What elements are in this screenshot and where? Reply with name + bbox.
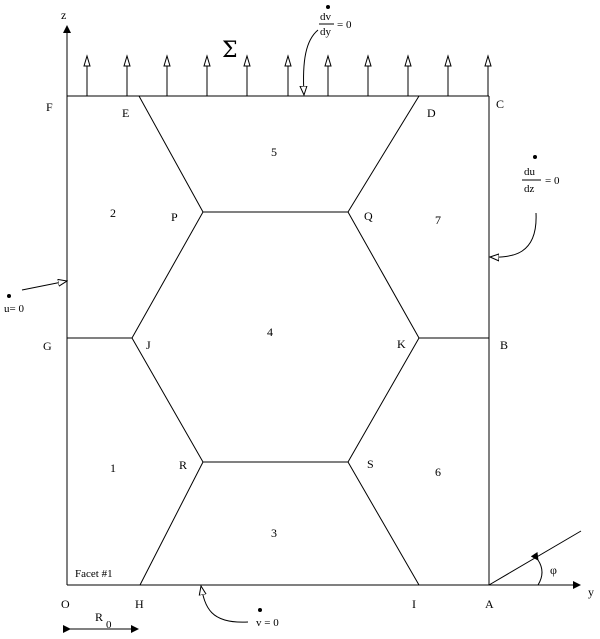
load-arrow-head-10 bbox=[444, 54, 452, 67]
load-arrow-head-5 bbox=[243, 54, 251, 67]
svg-text:dz: dz bbox=[524, 183, 535, 195]
region-1: 1 bbox=[110, 461, 116, 475]
svg-text:= 0: = 0 bbox=[545, 175, 560, 187]
label-K: K bbox=[397, 337, 406, 351]
facet-label: Facet #1 bbox=[75, 568, 113, 580]
label-O: O bbox=[61, 597, 70, 611]
label-A: A bbox=[485, 597, 494, 611]
label-F: F bbox=[46, 100, 53, 114]
label-R: R bbox=[179, 458, 187, 472]
y-axis-label: y bbox=[588, 585, 594, 599]
svg-text:du: du bbox=[524, 166, 536, 178]
load-arrow-head-9 bbox=[404, 54, 412, 67]
label-E: E bbox=[122, 106, 129, 120]
angle-arc bbox=[530, 551, 543, 586]
load-arrow-head-8 bbox=[364, 54, 372, 67]
top-condition: dv dy = 0 bbox=[304, 5, 352, 95]
svg-text:v = 0: v = 0 bbox=[256, 617, 279, 629]
label-I: I bbox=[412, 597, 416, 611]
right-condition: du dz = 0 bbox=[490, 155, 560, 257]
region-5: 5 bbox=[271, 145, 277, 159]
label-Q: Q bbox=[364, 209, 373, 223]
label-G: G bbox=[43, 339, 52, 353]
load-arrow-head-6 bbox=[284, 54, 292, 67]
angle-label: φ bbox=[550, 563, 557, 577]
label-H: H bbox=[135, 597, 144, 611]
label-S: S bbox=[367, 457, 374, 471]
grain-boundary-upper-right bbox=[347, 95, 489, 339]
label-P: P bbox=[171, 210, 178, 224]
load-arrow-head-1 bbox=[83, 54, 91, 67]
label-C: C bbox=[496, 97, 504, 111]
label-J: J bbox=[146, 338, 151, 352]
region-3: 3 bbox=[271, 526, 277, 540]
region-2: 2 bbox=[110, 206, 116, 220]
svg-text:u= 0: u= 0 bbox=[4, 303, 24, 315]
load-arrow-head-4 bbox=[203, 54, 211, 67]
region-4: 4 bbox=[267, 325, 273, 339]
svg-text:dy: dy bbox=[320, 26, 332, 38]
z-axis-label: z bbox=[61, 8, 66, 22]
load-arrow-head-7 bbox=[324, 54, 332, 67]
region-7: 7 bbox=[435, 213, 441, 227]
bottom-condition: v = 0 bbox=[201, 586, 279, 629]
load-arrows bbox=[83, 54, 492, 96]
angle-ray bbox=[488, 530, 582, 586]
label-D: D bbox=[427, 106, 436, 120]
label-B: B bbox=[500, 338, 508, 352]
region-6: 6 bbox=[435, 465, 441, 479]
grain-boundary-upper-left bbox=[67, 95, 204, 339]
svg-text:= 0: = 0 bbox=[337, 19, 352, 31]
r0-label: R bbox=[95, 610, 103, 624]
load-arrow-head-11 bbox=[484, 54, 492, 67]
load-arrow-head-3 bbox=[163, 54, 171, 67]
grain-boundary-lower-left bbox=[131, 337, 204, 586]
left-condition: u= 0 bbox=[4, 281, 67, 315]
grain-boundary-lower-right bbox=[347, 337, 420, 586]
svg-text:dv: dv bbox=[320, 11, 332, 23]
r0-subscript: 0 bbox=[106, 619, 112, 631]
sigma-label: Σ bbox=[222, 38, 238, 63]
load-arrow-head-2 bbox=[123, 54, 131, 67]
